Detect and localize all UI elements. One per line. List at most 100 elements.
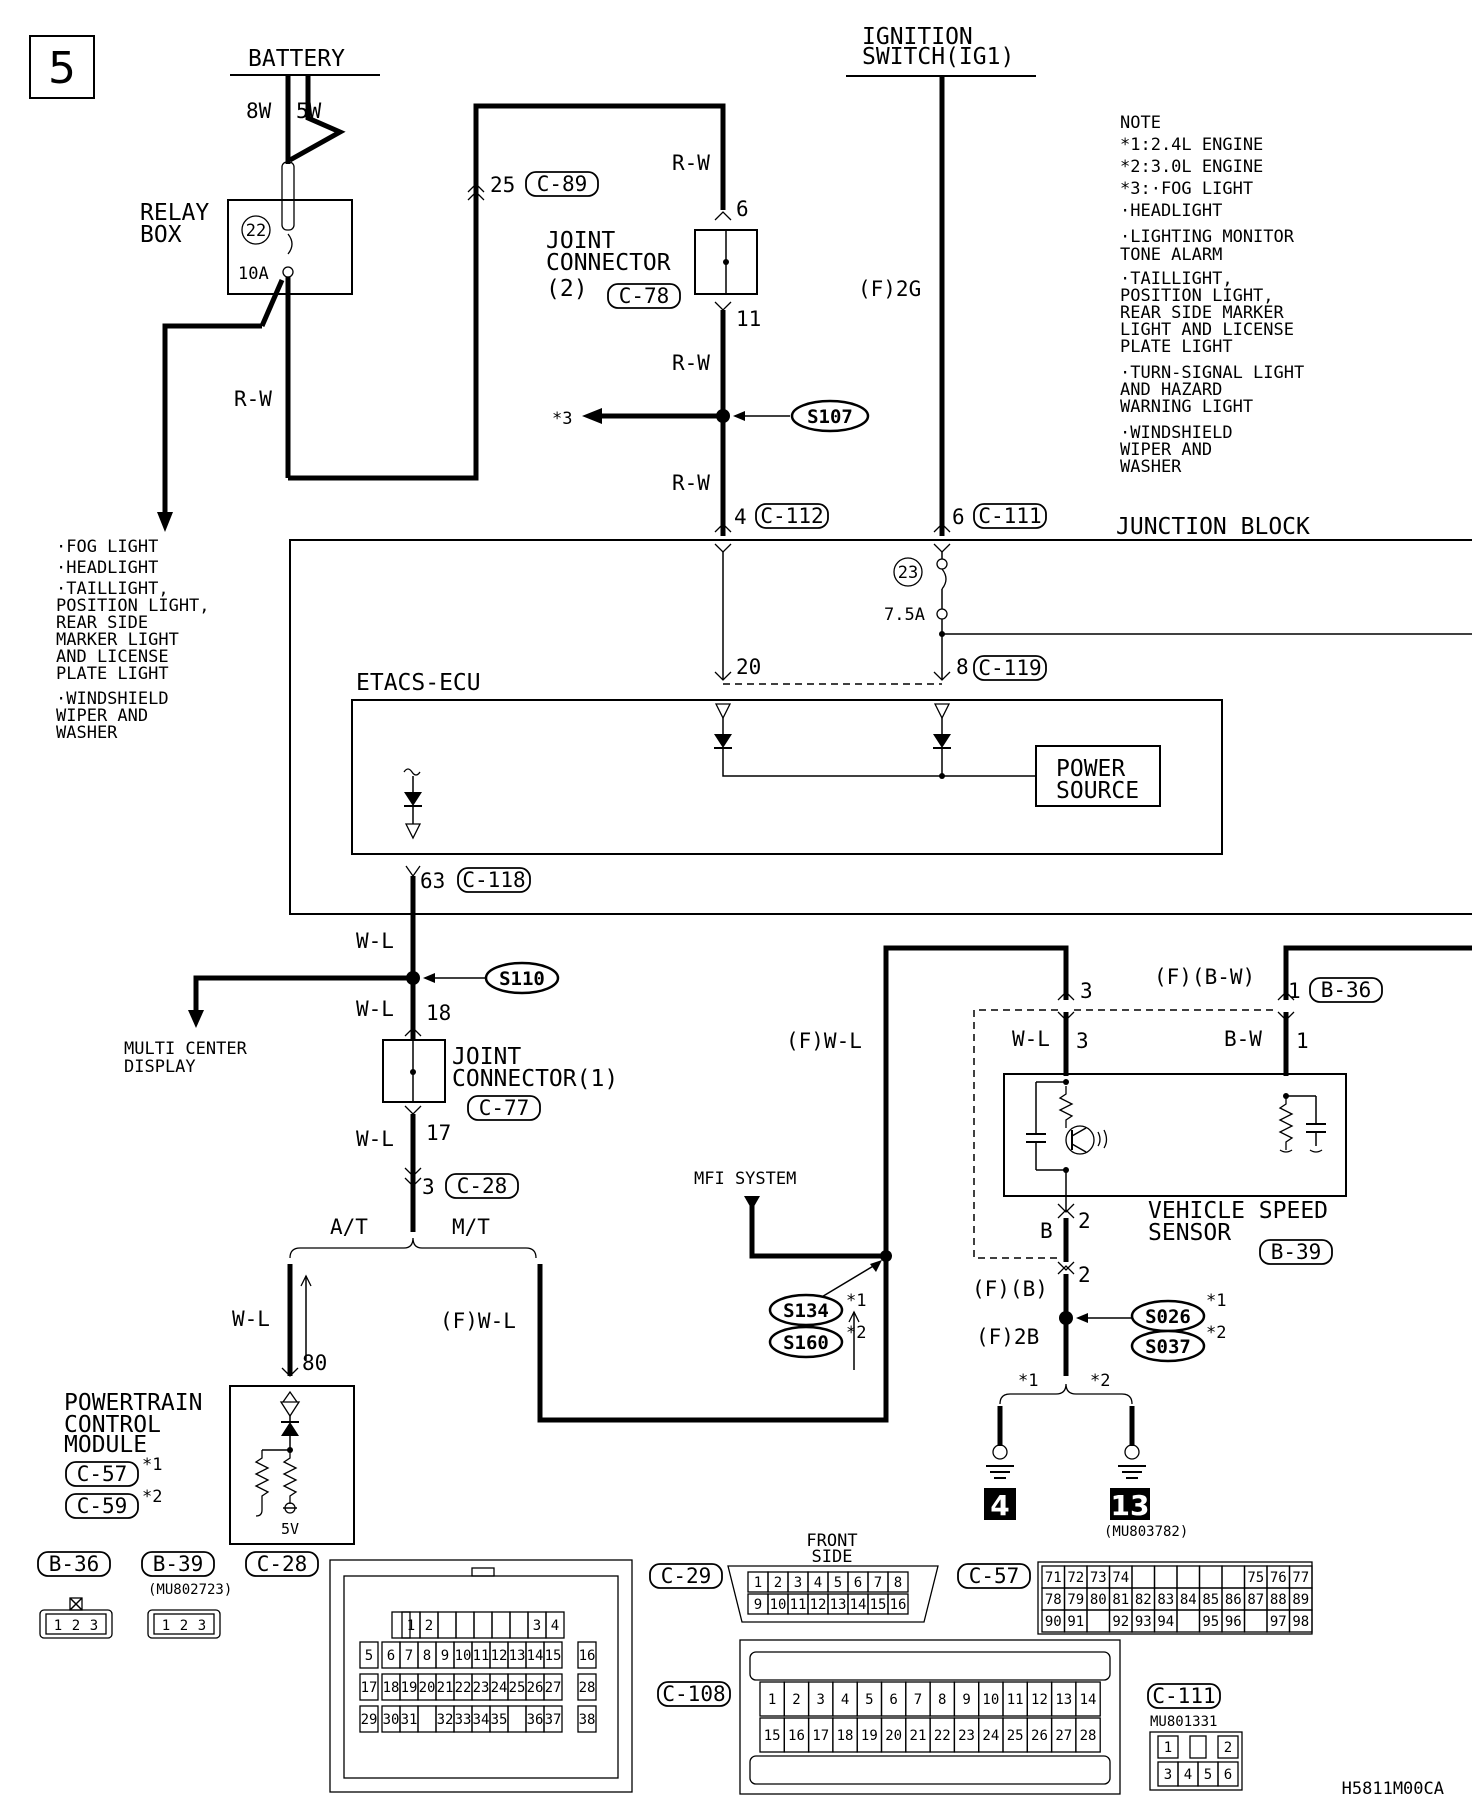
b36-pins: 1 2 3: [54, 1618, 98, 1634]
pin-label: 9: [754, 1597, 762, 1613]
svg-text:C-118: C-118: [462, 868, 525, 892]
vehicle-speed-sensor: [1003, 1073, 1347, 1197]
pin-label: 71: [1045, 1570, 1062, 1586]
pin-label: 6: [387, 1648, 395, 1664]
ref-c59-pcm: C-59: [65, 1493, 139, 1519]
ecu-internal-wire: [722, 748, 1036, 777]
pin-label: 12: [810, 1597, 827, 1613]
ground-13-part-no: (MU803782): [1104, 1524, 1188, 1540]
mcd-branch-wire: [193, 975, 413, 1020]
battery-wire-5w: [288, 75, 346, 163]
pin-label: 89: [1292, 1592, 1309, 1608]
jc1-label-2: CONNECTOR(1): [452, 1066, 618, 1092]
etacs-pin-20: 20: [736, 655, 761, 679]
fuse-23-number: 23: [898, 563, 918, 583]
pcm-note-2: *2: [142, 1487, 162, 1507]
b39-part-no: (MU802723): [148, 1582, 232, 1598]
svg-text:C-29: C-29: [661, 1564, 712, 1588]
svg-text:S107: S107: [807, 406, 853, 428]
pin-label: 25: [509, 1680, 526, 1696]
c28-pin: [359, 1705, 379, 1733]
pin-label: 23: [958, 1728, 975, 1744]
fog-branch-label: *3: [552, 409, 572, 429]
vss-bw: B-W: [1224, 1027, 1262, 1051]
svg-text:C-57: C-57: [969, 1564, 1020, 1588]
svg-text:*3:·FOG LIGHT: *3:·FOG LIGHT: [1120, 179, 1253, 199]
left-notes: ·FOG LIGHT ·HEADLIGHT ·TAILLIGHT, POSITI…: [56, 537, 210, 743]
c57-pin: [1131, 1565, 1156, 1589]
mt-wire: [537, 1264, 889, 1423]
c29-pin: [887, 1593, 909, 1615]
vss-label-2: SENSOR: [1148, 1220, 1231, 1246]
svg-text:C-59: C-59: [77, 1494, 128, 1518]
svg-text:B-36: B-36: [49, 1552, 100, 1576]
pin-label: 92: [1112, 1614, 1129, 1630]
c57-pin: [1221, 1565, 1246, 1589]
pin-label: 12: [1031, 1692, 1048, 1708]
pin-label: 16: [579, 1648, 596, 1664]
c28-pin: [509, 1611, 529, 1639]
pin-label: 20: [885, 1728, 902, 1744]
jc2-wire-top: R-W: [672, 151, 710, 175]
c111-connector: [1149, 1731, 1243, 1791]
c28-pin: [543, 1705, 563, 1733]
pin-label: 3: [794, 1575, 802, 1591]
ign-label-1: IGNITION: [862, 24, 973, 50]
c28-pin: [577, 1705, 597, 1733]
svg-text:AND LICENSE: AND LICENSE: [56, 647, 169, 667]
footer-code: H5811M00CA: [1342, 1779, 1444, 1799]
jc2-label-1: JOINT: [546, 228, 615, 254]
jc1-pin-17: 17: [426, 1121, 451, 1145]
pin-label: 19: [861, 1728, 878, 1744]
mcd-label-2: DISPLAY: [124, 1057, 196, 1077]
c29-side-label: SIDE: [812, 1547, 853, 1567]
pin-label: 36: [527, 1712, 544, 1728]
svg-text:1: 1: [54, 1618, 62, 1634]
pin-label: 5: [865, 1692, 873, 1708]
svg-text:·HEADLIGHT: ·HEADLIGHT: [56, 558, 158, 578]
c28-pin: [473, 1611, 493, 1639]
vss-label-1: VEHICLE SPEED: [1148, 1198, 1328, 1224]
fuse-23-circle: [893, 557, 923, 587]
s134-note: *1: [846, 1291, 866, 1311]
pin-label: 32: [437, 1712, 454, 1728]
pcm-note-1: *1: [142, 1455, 162, 1475]
ground-note-2: *2: [1090, 1371, 1110, 1391]
pin-label: 94: [1157, 1614, 1174, 1630]
c108-pin: [1075, 1717, 1101, 1753]
junction-block: [289, 539, 1472, 915]
pin-label: 37: [545, 1712, 562, 1728]
pcm-label-2: CONTROL: [64, 1412, 161, 1438]
pin-label: 33: [455, 1712, 472, 1728]
pin-label: 98: [1292, 1614, 1309, 1630]
pin-label: 10: [455, 1648, 472, 1664]
wl-label-1: W-L: [356, 929, 394, 953]
pin-label: 80: [1090, 1592, 1107, 1608]
pin-label: 24: [491, 1680, 508, 1696]
pin-label: 16: [788, 1728, 805, 1744]
pin-label: 14: [1080, 1692, 1097, 1708]
at-mt-brace: [289, 1237, 537, 1259]
c28-connector: [329, 1559, 633, 1793]
etacs-ecu: [351, 699, 1223, 855]
svg-text:S134: S134: [783, 1300, 829, 1322]
pin-label: 91: [1067, 1614, 1084, 1630]
pin-label: 14: [850, 1597, 867, 1613]
pcm-pin-80: 80: [302, 1351, 327, 1375]
pin-label: 28: [1080, 1728, 1097, 1744]
vss-pin-2: 2: [1078, 1209, 1091, 1233]
pin-label: 19: [401, 1680, 418, 1696]
pin-label: 97: [1270, 1614, 1287, 1630]
svg-text:NOTE: NOTE: [1120, 113, 1161, 133]
svg-text:·TURN-SIGNAL LIGHT: ·TURN-SIGNAL LIGHT: [1120, 363, 1304, 383]
pin-label: 86: [1225, 1592, 1242, 1608]
pin-label: 22: [455, 1680, 472, 1696]
ground-point-13: 13: [1110, 1488, 1150, 1522]
c108-pin: [1075, 1681, 1101, 1717]
svg-text:WIPER AND: WIPER AND: [1120, 440, 1212, 460]
pcm-label-3: MODULE: [64, 1432, 147, 1458]
relay-box-label-1: RELAY: [140, 200, 209, 226]
page-number-box: [29, 35, 95, 99]
pin-label: 10: [770, 1597, 787, 1613]
